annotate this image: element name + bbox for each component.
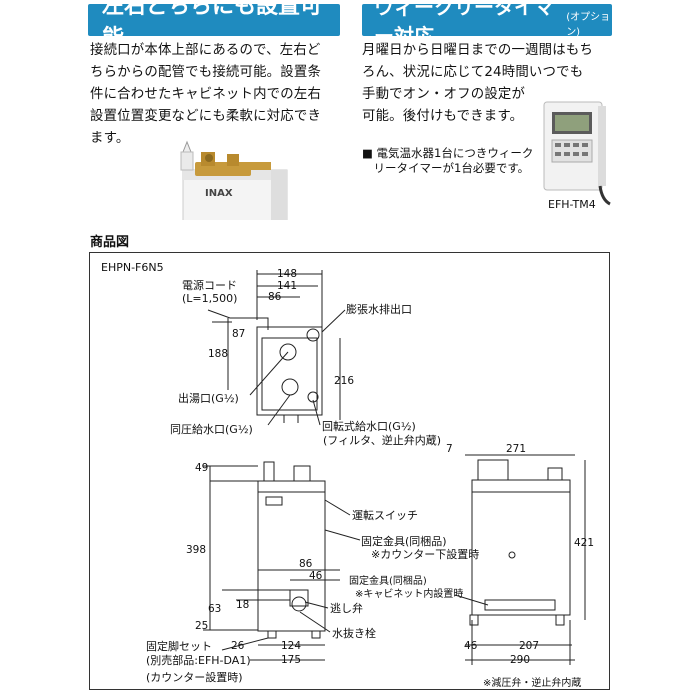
section1-line: ちらからの配管でも接続可能。設置条 [90,65,322,80]
dim-290: 290 [510,654,530,666]
section2-line: 可能。後付けもできます。 [362,109,524,124]
timer-note: ■ 電気温水器1台につきウィーク リータイマーが1台必要です。 [362,146,540,176]
cord-length-label: (L=1,500) [182,292,237,305]
dim-86b: 86 [299,558,313,570]
section1-line: 件に合わせたキャビネット内での左右 [90,87,322,102]
same-pressure-label: 同圧給水口(G½) [170,422,253,436]
dim-46b: 46 [464,640,478,652]
relief-valve-label: 逃し弁 [330,601,363,615]
bracket2-note: ※キャビネット内設置時 [355,587,463,600]
power-cord-label: 電源コード [182,278,237,292]
timer-photo [543,101,611,206]
legset-part: (別売部品:EFH-DA1) [146,653,251,667]
section2-heading-text: ウィークリータイマー対応 [374,0,554,48]
section2-heading-note: (オプション) [566,12,611,38]
section2-line: 月曜日から日曜日までの一週間はもち [362,43,594,58]
bracket1-label: 固定金具(同梱品) [361,534,447,548]
section2-heading: ウィークリータイマー対応 (オプション) [362,0,612,48]
drain-label: 水抜き栓 [332,626,376,640]
brand-label: INAX [205,188,233,199]
expansion-label: 膨張水排出口 [346,302,412,316]
dim-49: 49 [195,462,208,474]
dim-207: 207 [519,640,539,652]
switch-label: 運転スイッチ [352,509,418,522]
dim-141: 141 [277,280,297,292]
valve-note: ※減圧弁・逆止弁内蔵 [483,676,581,689]
dim-7: 7 [446,443,453,455]
dim-421: 421 [574,537,594,549]
section1-line: 接続口が本体上部にあるので、左右ど [90,43,321,58]
dim-46: 46 [309,570,323,582]
dim-188: 188 [208,348,228,360]
timer-code: EFH-TM4 [548,198,596,211]
dim-124: 124 [281,640,301,652]
dim-398: 398 [186,544,206,556]
bracket1-note: ※カウンター下設置時 [371,547,479,561]
dim-271: 271 [506,443,526,455]
diagram-title: 商品図 [90,235,130,250]
bracket2-label: 固定金具(同梱品) [349,574,427,587]
diagram-frame [89,252,610,690]
dim-148: 148 [277,268,297,280]
dim-87: 87 [232,328,245,340]
dim-175: 175 [281,654,301,666]
section2-line: 手動でオン・オフの設定が [362,87,526,102]
section2-line: ろん、状況に応じて24時間いつでも [362,65,584,80]
heater-photo [180,140,288,220]
dim-86: 86 [268,291,282,303]
timer-note-line: ■ 電気温水器1台につきウィーク [362,146,534,160]
dim-63: 63 [208,603,221,615]
dim-18: 18 [236,599,249,611]
timer-note-line: リータイマーが1台必要です。 [362,161,530,175]
section1-heading-text: 左右どちらにも設置可能 [102,0,323,51]
section1-line: ます。 [90,131,130,146]
section1-body: 接続口が本体上部にあるので、左右ど ちらからの配管でも接続可能。設置条 件に合わ… [90,40,352,150]
section1-line: 設置位置変更などにも柔軟に対応でき [90,109,322,124]
dim-216: 216 [334,375,354,387]
legset-label: 固定脚セット [146,639,212,653]
section2-body: 月曜日から日曜日までの一週間はもち ろん、状況に応じて24時間いつでも 手動でオ… [362,40,614,128]
rotary-note: (フィルタ、逆止弁内蔵) [323,433,441,447]
section1-heading: 左右どちらにも設置可能 [88,0,340,51]
hot-outlet-label: 出湯口(G½) [178,391,239,405]
dim-25: 25 [195,620,208,632]
dim-26: 26 [231,640,245,652]
legset-note: (カウンター設置時) [146,670,243,684]
model-label: EHPN-F6N5 [101,261,164,274]
rotary-inlet-label: 回転式給水口(G½) [322,419,416,433]
